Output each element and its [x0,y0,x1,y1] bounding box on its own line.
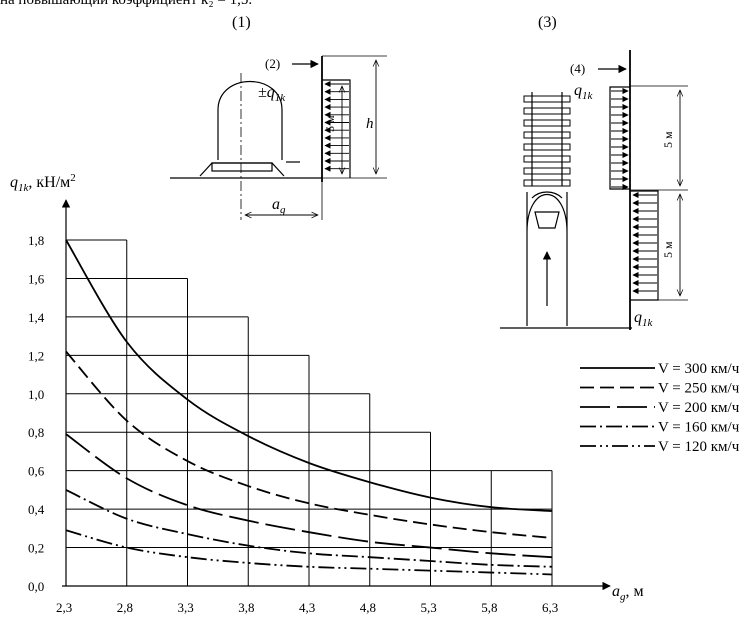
q1k-label-bottom: q1k [634,309,654,329]
x-tick-label: 4,8 [360,600,376,615]
figure-3-label: (3) [538,14,557,31]
pressure-diagram-outline [322,79,351,178]
x-tick-label: 5,3 [421,600,437,615]
arrow-4-label: (4) [570,61,585,76]
sleeper [523,167,571,175]
y-tick-label: 0,8 [28,425,44,440]
y-axis-label: q1k, кН/м2 [10,172,76,194]
sleeper-outline [211,162,273,172]
legend-label-2: V = 250 км/ч [658,381,740,397]
pm-q1k-label: ±q1k [258,84,286,104]
x-tick-label: 2,8 [117,600,133,615]
chart-grid [66,239,553,586]
sleeper [523,179,571,187]
legend-label-5: V = 120 км/ч [658,439,740,455]
plan-view-diagram [500,50,688,330]
series-line-4 [65,489,553,568]
y-tick-label: 1,0 [28,387,44,402]
pressure-diagram-outline-2 [630,190,659,301]
x-axis-label: ag, м [612,583,644,603]
track-side-diagram [170,55,387,220]
sleeper [523,143,571,151]
y-tick-label: 1,6 [28,271,45,286]
legend-label-1: V = 300 км/ч [658,361,740,377]
cab-window [534,211,560,229]
q1k-label-top: q1k [574,82,594,102]
x-tick-label: 4,3 [299,600,315,615]
suction-diagram-outline [609,86,630,190]
chart-curves [65,239,553,576]
series-line-1 [65,239,553,512]
dim-5m-1-label: 5 м [323,115,337,132]
sleeper [523,119,571,127]
legend-label-3: V = 200 км/ч [658,400,740,416]
y-tick-label: 0,2 [28,541,44,556]
chart-area: 0,0 0,2 0,4 0,6 0,8 1,0 1,2 1,4 1,6 1,8 2,3 2,8 3,3 3… [10,172,740,615]
sleepers [523,95,571,187]
y-tick-label: 1,8 [28,233,44,248]
sleeper [523,155,571,163]
x-tick-label: 2,3 [56,600,72,615]
series-line-3 [65,433,553,559]
dim-5m-2-label: 5 м [661,131,675,148]
figure-1-label: (1) [232,14,251,31]
y-tick-label: 1,4 [28,310,45,325]
series-line-5 [65,529,553,576]
y-tick-label: 1,2 [28,348,44,363]
legend-label-4: V = 160 км/ч [658,420,740,436]
dim-ag-label: ag [272,196,286,216]
chart-legend: V = 300 км/ч V = 250 км/ч V = 200 км/ч V = … [580,361,740,455]
x-tick-label: 3,8 [238,600,254,615]
arrow-2-label: (2) [265,56,280,71]
chart-ticks: 0,0 0,2 0,4 0,6 0,8 1,0 1,2 1,4 1,6 1,8 2,3 2,8 3,3 3… [28,233,558,615]
sleeper [523,131,571,139]
ballast-outline [199,162,285,177]
train-plan-outline [526,192,568,326]
sleeper [523,95,571,103]
train-nose [531,191,563,199]
x-tick-label: 6,3 [542,600,558,615]
y-tick-label: 0,0 [28,579,44,594]
y-tick-label: 0,6 [28,464,45,479]
x-tick-label: 3,3 [178,600,194,615]
x-tick-label: 5,8 [481,600,497,615]
pressure-arrows-2 [611,87,657,295]
series-line-2 [65,350,553,539]
dim-h-label: h [366,116,374,132]
train-outline [217,80,283,160]
sleeper [523,107,571,115]
top-caption: на повышающий коэффициент k₂ = 1,5. [0,0,253,8]
y-tick-label: 0,4 [28,502,45,517]
dim-5m-3-label: 5 м [661,241,675,258]
